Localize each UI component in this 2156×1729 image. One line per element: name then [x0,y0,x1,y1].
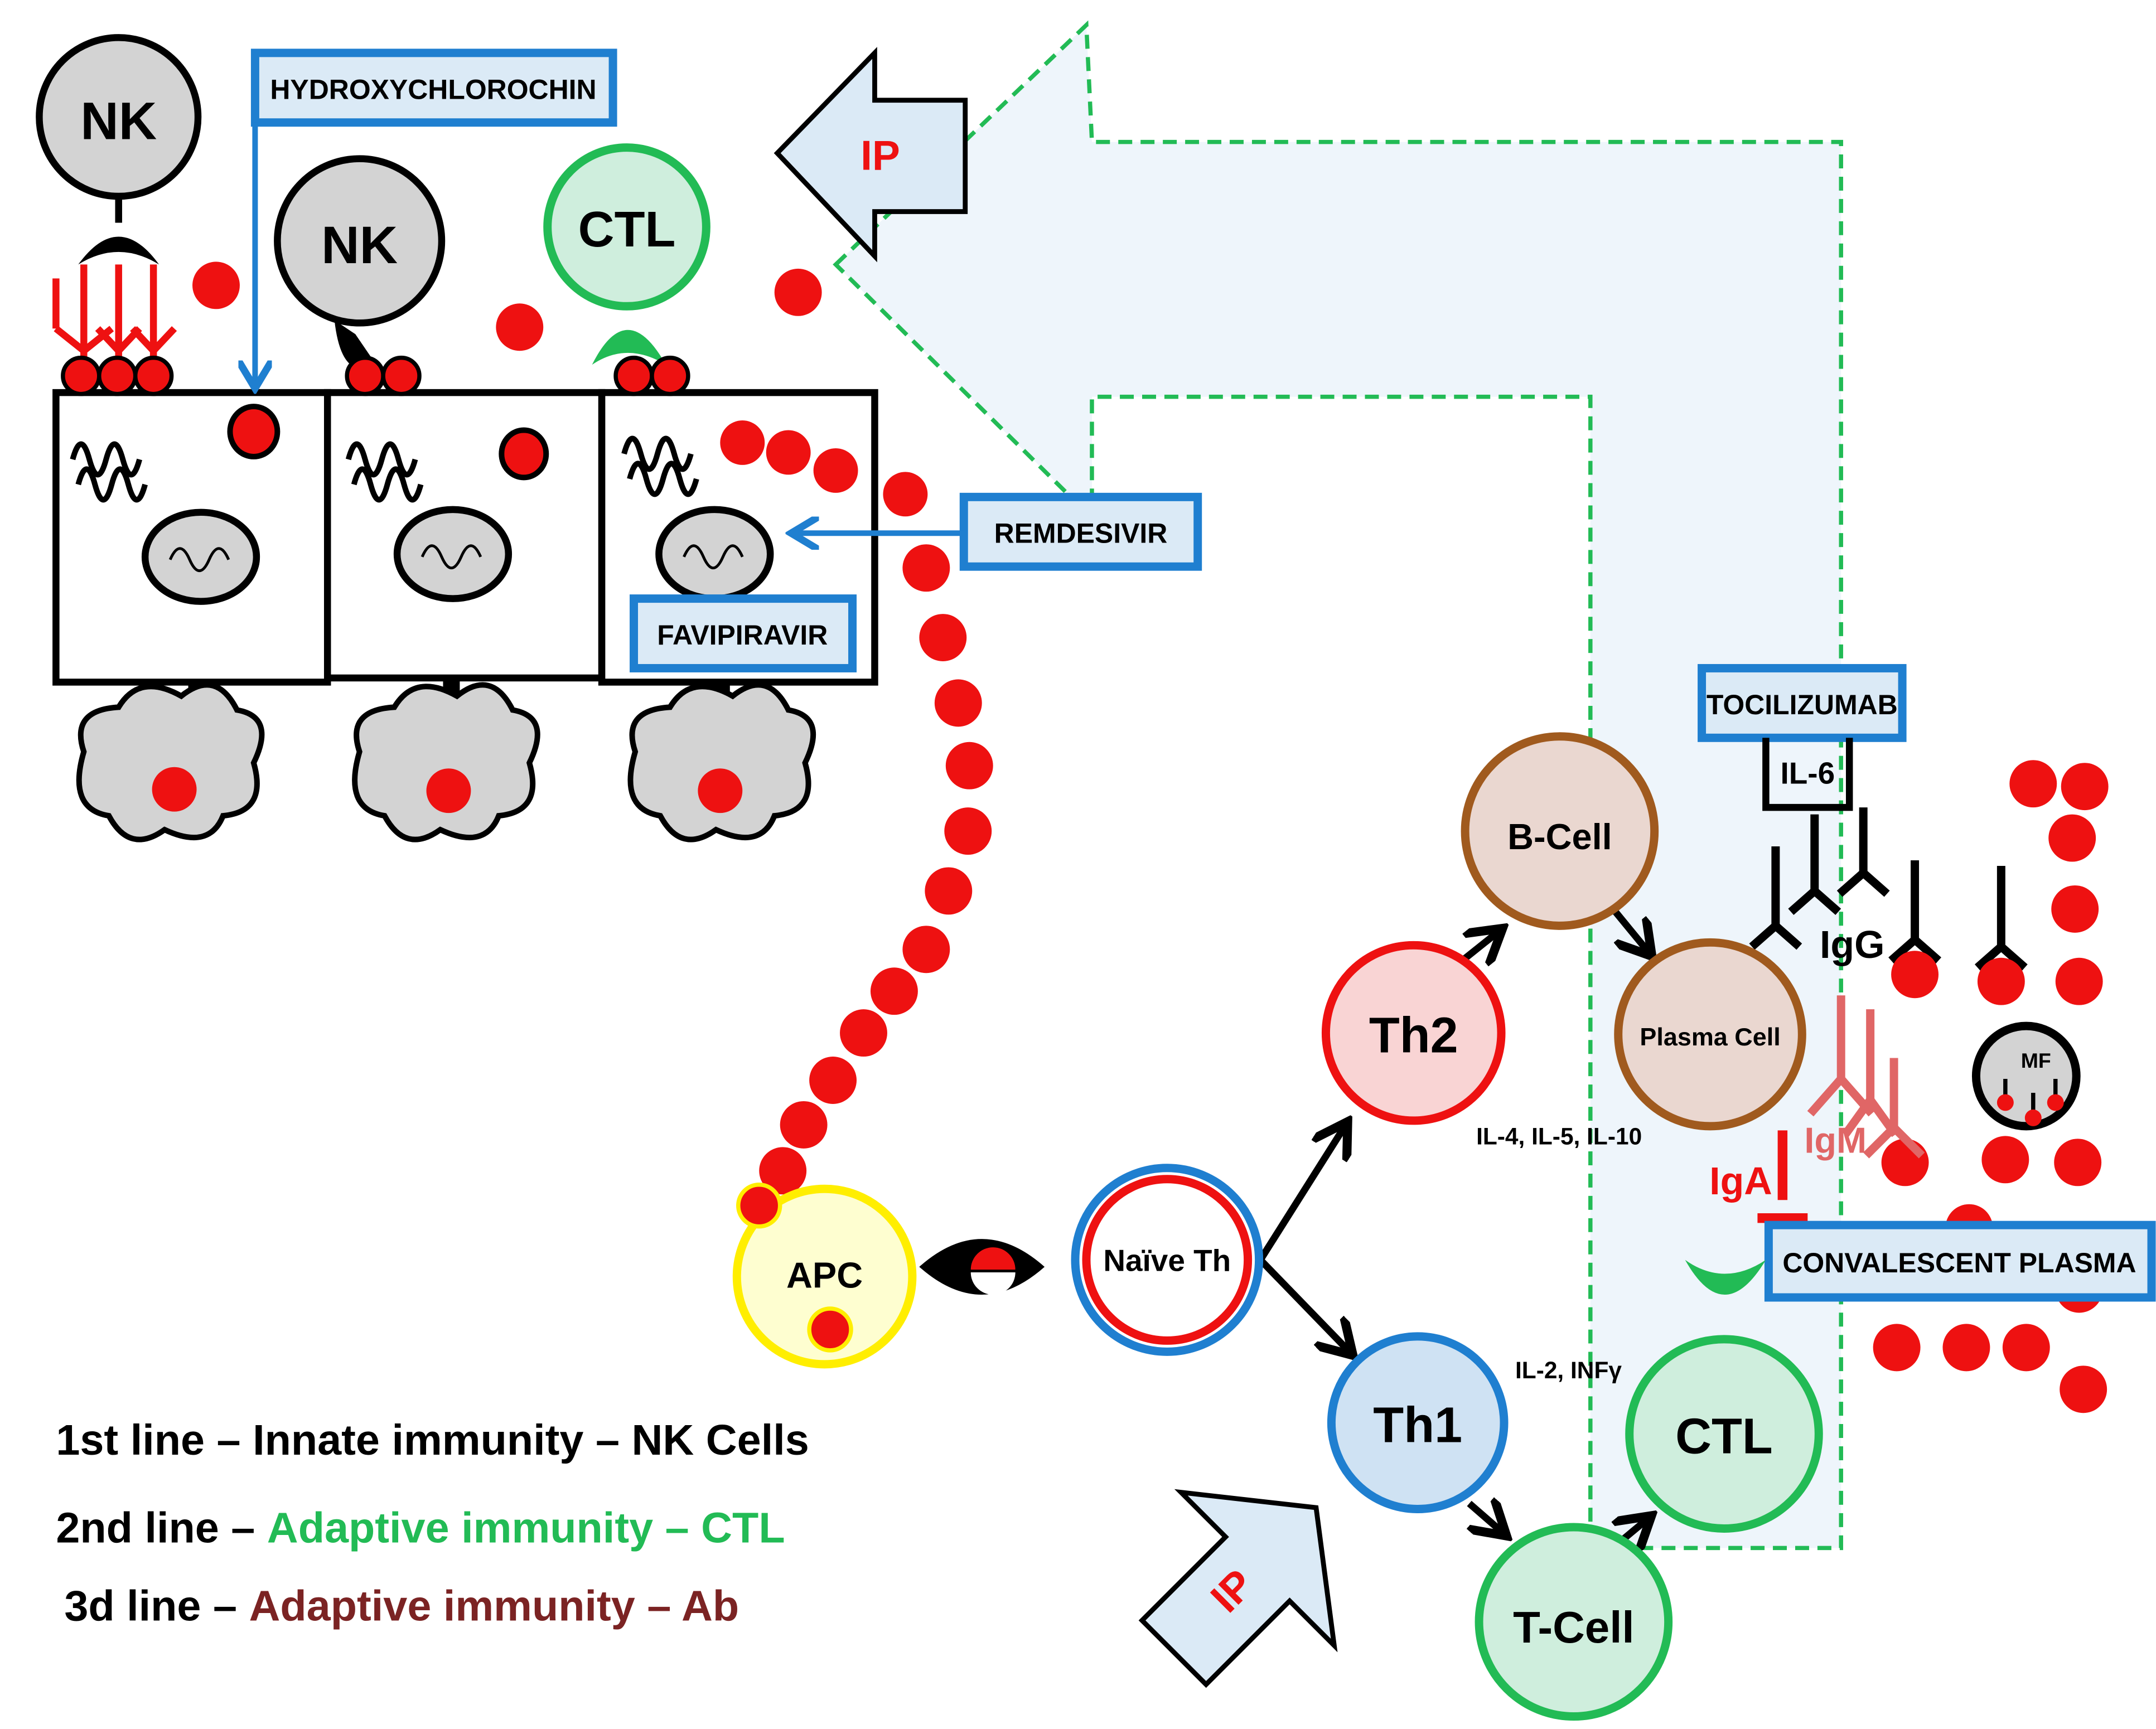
th2-cell: Th2 [1321,941,1506,1125]
t-cell-label: T-Cell [1513,1602,1634,1652]
legend-line-3-prefix: 3d line – [64,1582,249,1630]
legend-line-2-highlight: Adaptive immunity – CTL [267,1504,785,1552]
convalescent-plasma-label: CONVALESCENT PLASMA [1782,1247,2136,1278]
b-cell: B-Cell [1461,732,1659,930]
synapse-icon [919,1239,1045,1319]
igg-antibody-icons [1749,807,2028,971]
convalescent-plasma-box: CONVALESCENT PLASMA [1764,1221,2156,1302]
nucleus-icons [141,506,774,605]
remdesivir-label: REMDESIVIR [994,518,1168,549]
ctl-bottom-label: CTL [1675,1409,1773,1465]
igm-label: IgM [1804,1120,1867,1160]
th2-cytokines-label: IL-4, IL-5, IL-10 [1476,1123,1642,1149]
th2-label: Th2 [1369,1008,1458,1064]
hydroxychlorochin-label: HYDROXYCHLOROCHIN [270,74,596,105]
naive-th-label: Naïve Th [1103,1243,1231,1278]
iga-antibody-icon [1757,1130,1808,1223]
favipiravir-box: FAVIPIRAVIR [630,594,857,672]
igm-antibody-icon [1807,995,1925,1159]
nk-receptor-icon [78,236,159,265]
igg-label: IgG [1820,923,1884,966]
ctl-top-label: CTL [578,202,676,258]
legend-line-2: 2nd line – Adaptive immunity – CTL [56,1504,785,1552]
il6-receptor: IL-6 [1762,738,1853,811]
mf-label: MF [2021,1049,2051,1072]
ip-arrow-top: IP [774,47,968,263]
antibody-icons [52,264,177,365]
macrophage-cell: MF [1971,1021,2081,1131]
t-cell: T-Cell [1475,1523,1673,1721]
legend-line-1: 1st line – Innate immunity – NK Cells [56,1416,809,1464]
legend-line-3-highlight: Adaptive immunity – Ab [249,1582,739,1630]
nk-cell-1: NK [36,34,202,396]
naive-th-cell: Naïve Th [1071,1164,1264,1356]
plasma-cell-label: Plasma Cell [1640,1023,1780,1051]
nk-cell-2-label: NK [321,216,398,275]
ctl-cell-top: CTL [543,143,710,396]
igg-bound-virus [1891,951,2025,1005]
nk-cell-1-label: NK [80,92,157,151]
th1-cell: Th1 [1327,1332,1509,1513]
favipiravir-label: FAVIPIRAVIR [657,619,828,651]
legend-line-3: 3d line – Adaptive immunity – Ab [64,1582,739,1630]
nk-cell-2: NK [274,155,446,396]
legend: 1st line – Innate immunity – NK Cells 2n… [56,1416,809,1630]
rna-squiggle-icons [70,435,699,503]
remdesivir-box: REMDESIVIR [959,492,1202,571]
apc-label: APC [786,1255,863,1296]
apc-cell: APC [732,1183,917,1369]
ip-arrow-bottom: IP [1138,1489,1338,1688]
iga-label: IgA [1709,1159,1772,1203]
b-cell-label: B-Cell [1507,816,1612,857]
plasma-cell: Plasma Cell [1614,938,1806,1131]
ip-band [833,20,1843,1551]
intracellular-virus-icons [227,404,549,481]
tocilizumab-box: TOCILIZUMAB [1698,663,1907,742]
th1-cytokines-label: IL-2, INFγ [1515,1357,1622,1383]
hydroxychlorochin-box: HYDROXYCHLOROCHIN [250,49,617,127]
ip-label-top: IP [861,132,900,179]
virus-particles [192,261,2109,1413]
th1-label: Th1 [1373,1398,1462,1454]
legend-line-2-prefix: 2nd line – [56,1504,267,1552]
tocilizumab-label: TOCILIZUMAB [1707,689,1898,720]
il6-label: IL-6 [1781,756,1835,791]
ctl-cell-bottom: CTL [1625,1260,1823,1533]
apoptotic-cell-icons [76,675,816,842]
